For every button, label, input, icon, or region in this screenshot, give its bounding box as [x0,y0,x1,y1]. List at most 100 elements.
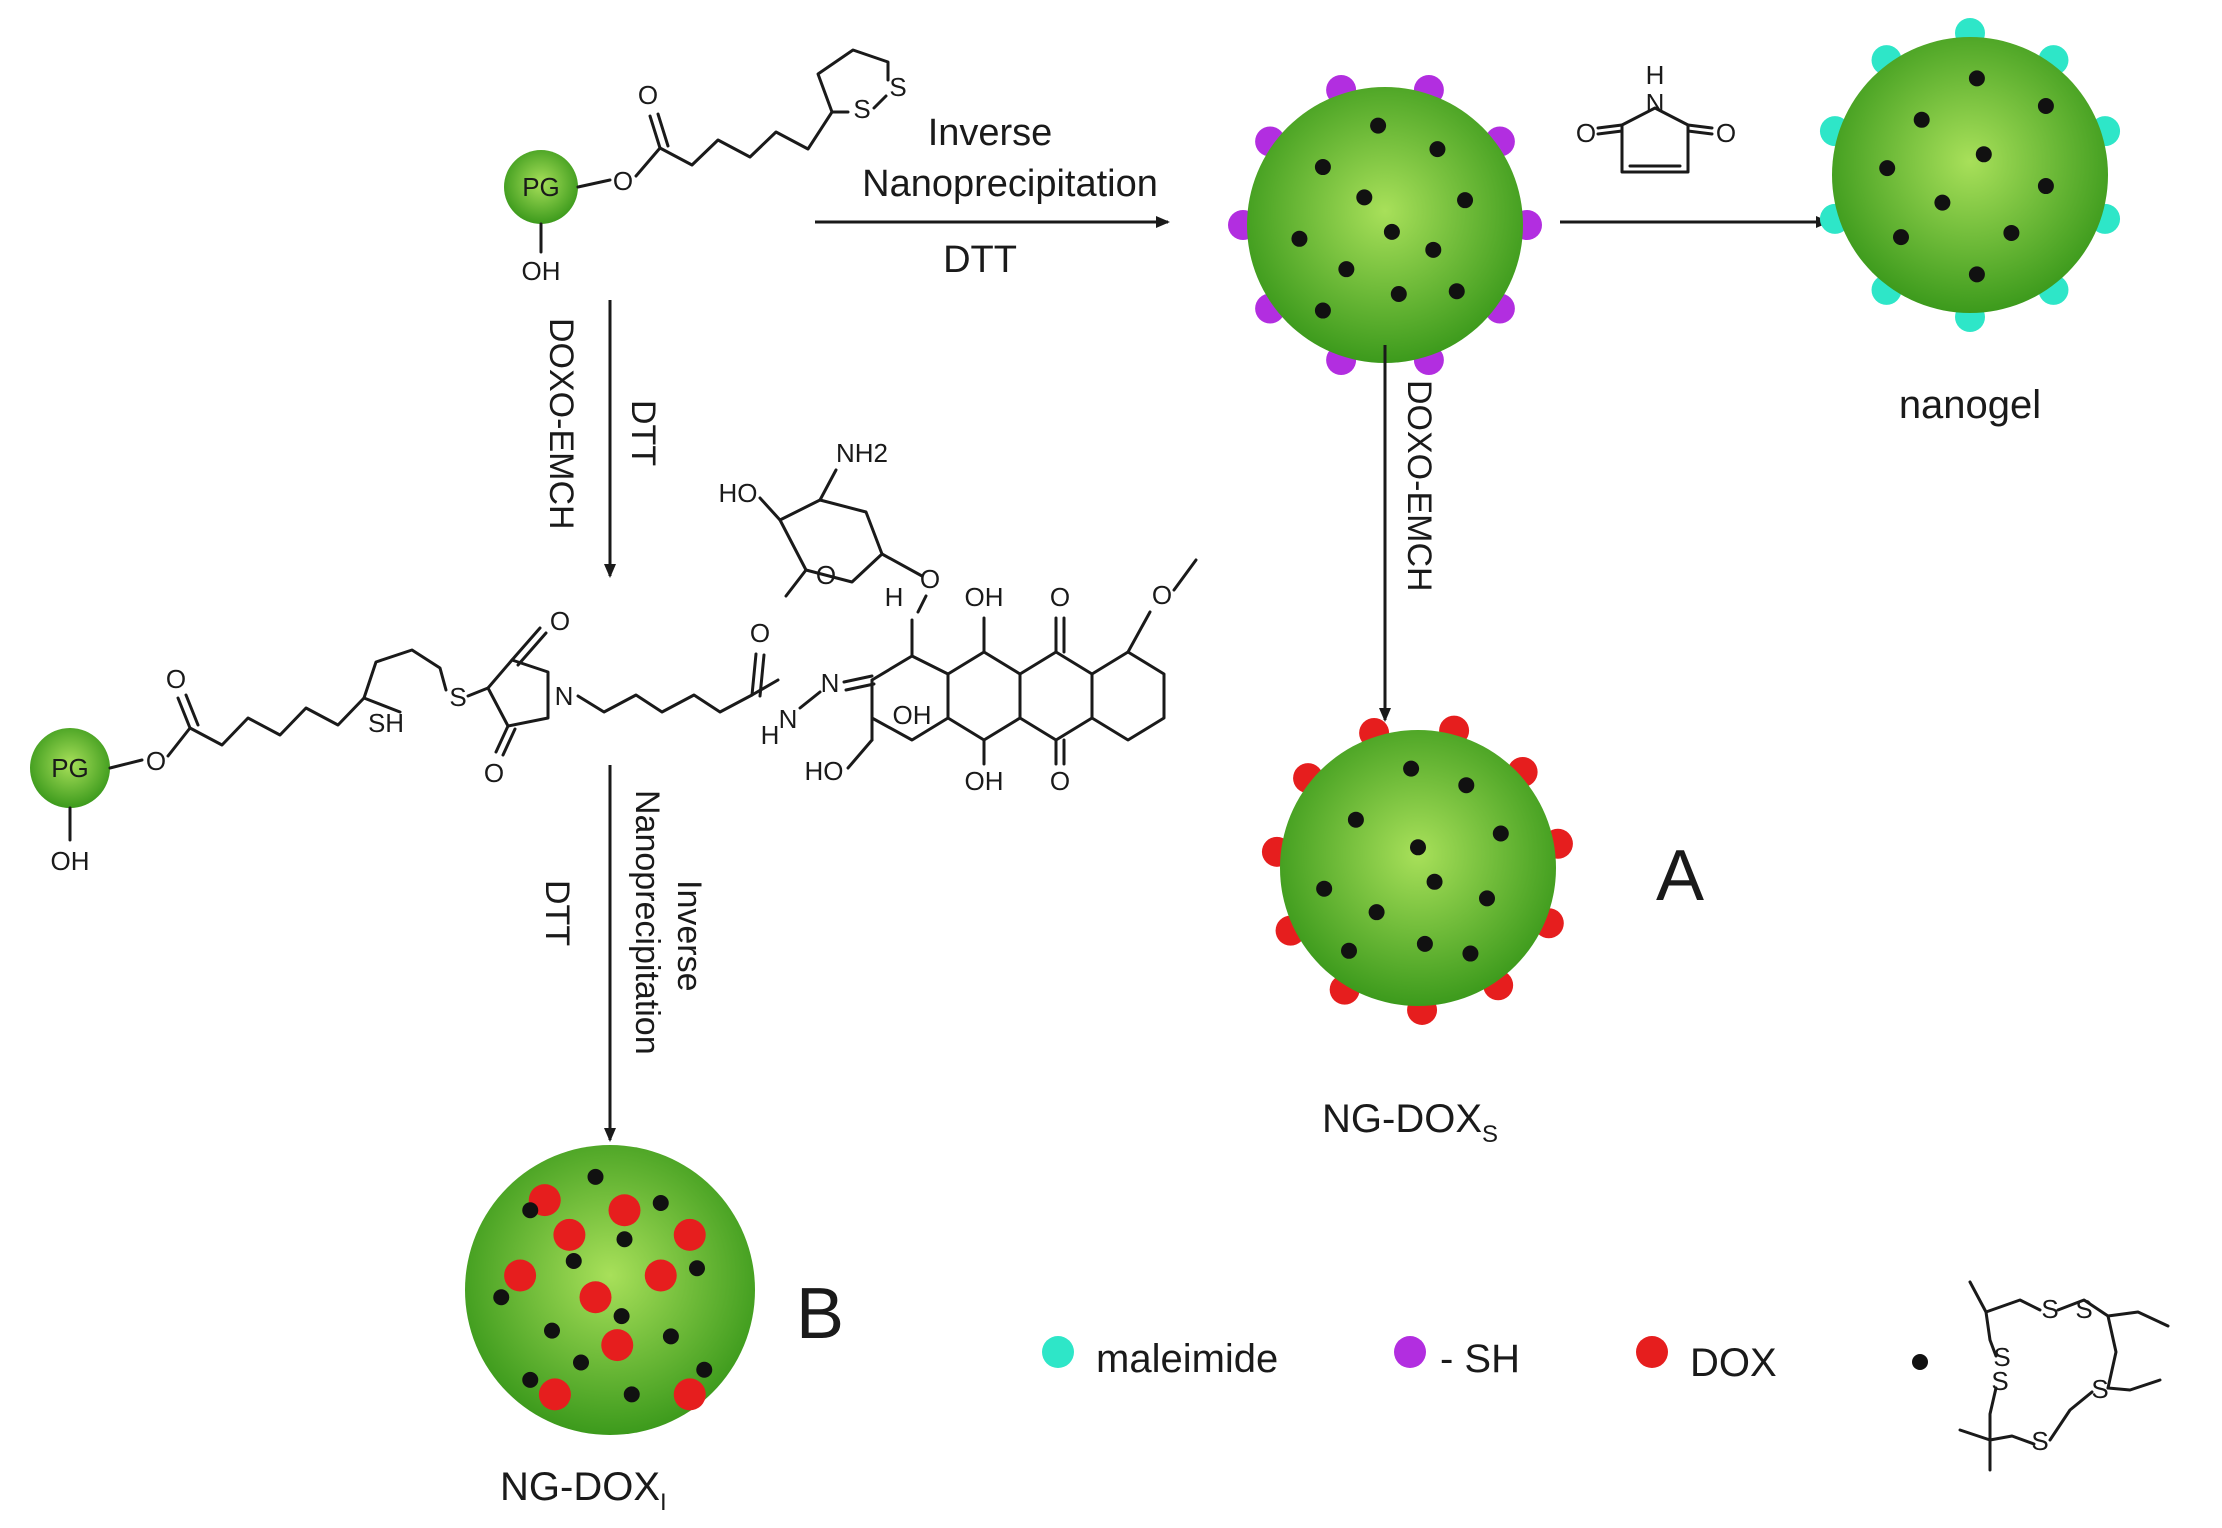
crosslink-dot [1968,70,1985,87]
h-label: H [885,582,904,612]
glyco-bond [916,594,928,614]
maleimide-co-right-2 [1686,129,1714,136]
arrow-bottom-condition: DTT [538,880,576,946]
ome-methyl [1172,558,1198,592]
arrow-top: Inverse Nanoprecipitation DTT [815,112,1170,281]
arrow-top-line2: Nanoprecipitation [862,163,1158,205]
crosslink-dot [1356,189,1373,206]
crosslink-dot [522,1202,539,1219]
maleimide-n-label: N [1646,88,1665,118]
ester-o-label: O [613,166,633,196]
pg-dox-conjugate: PG OH O O SH S O O N O N H N HO [30,438,1198,876]
n-c-double-1 [842,674,874,684]
maleimide-h-label: H [1646,60,1665,90]
conjugate-pg-circle [30,728,110,808]
xl-s-4: S [1991,1366,2008,1396]
crosslink-dot [1410,839,1426,856]
xl-s-3: S [1993,1342,2010,1372]
ome-bond [1126,610,1152,654]
xl-arm-3 [2106,1314,2118,1390]
conjugate-sh-label: SH [368,708,404,738]
sugar-nh2-bond [818,468,838,502]
legend: maleimide - SH DOX S S S S S S [1042,1280,2170,1472]
crosslink-dot [1462,945,1479,962]
carbonyl-o-label: O [638,80,658,110]
crosslink-dot [662,1328,679,1345]
amide-co-2 [758,653,766,698]
nanogel-body [465,1145,755,1435]
ng-dox-i-label: NG-DOXI [500,1465,667,1516]
arrow-maleimide: O O N H [1560,60,1830,228]
conjugate-oh-label: OH [51,846,90,876]
quinone-o1: O [1050,582,1070,612]
maleimide-o2-label: O [1716,118,1736,148]
thiol-nanogel-sphere [1228,74,1542,376]
succ-co-bot [494,724,510,754]
pg-core-circle [504,150,578,224]
crosslink-dot [2037,178,2054,195]
crosslink-dot [1314,302,1331,319]
legend-crosslink-marker [1912,1354,1928,1370]
conjugate-pg-label: PG [51,753,89,783]
crosslink-dot [1338,261,1355,278]
crosslink-dot [1341,942,1357,959]
pg-oh-label: OH [522,256,561,286]
crosslink-dot [1426,873,1443,890]
crosslink-dot [1370,117,1387,134]
panel-a-label: A [1656,836,1704,916]
sugar-glyco-bond [880,552,924,578]
succ-co-bot-2 [501,727,517,757]
sugar-nh2-label: NH2 [836,438,888,468]
maleimide-o1-label: O [1576,118,1596,148]
ng-dox-i-sphere [465,1145,755,1435]
xl-arm-8 [1984,1310,1998,1358]
crosslink-dot [1316,880,1333,897]
crosslink-dot [1314,159,1331,176]
crosslink-dot [689,1260,705,1277]
arrow-bottom-line2: Nanoprecipitation [628,790,666,1055]
crosslink-dot [1425,241,1442,258]
carbonyl-bond-2 [656,112,670,148]
ch2-oh-bond [846,738,874,770]
crosslink-dot [2003,224,2020,241]
crosslink-dot [1416,935,1433,952]
conjugate-ester-bond [108,758,144,770]
succ-co-top-2 [516,631,548,667]
internal-dox-marker [579,1281,612,1314]
succ-n-label: N [555,681,574,711]
chain-ho-label: HO [805,756,844,786]
legend-dox-label: DOX [1690,1341,1777,1385]
crosslink-dot [1403,760,1420,777]
legend-maleimide-label: maleimide [1096,1337,1278,1381]
ng-dox-s-label: NG-DOXS [1322,1097,1498,1148]
arrow-left-reagent: DOXO-EMCH [542,318,580,530]
xl-arm-6 [1958,1428,2036,1446]
internal-dox-marker [504,1259,537,1292]
maleimide-co-right [1686,123,1714,130]
ome-o-label: O [1152,580,1172,610]
legend-thiol-label: - SH [1440,1337,1520,1381]
maleimide-co-left [1596,123,1624,130]
xl-s-5: S [2031,1426,2048,1456]
crosslink-dot [1479,890,1495,907]
succ-co-top [510,626,542,662]
internal-dox-marker [673,1218,706,1251]
pg-lipoic-molecule: PG OH O O S S [504,48,907,286]
conjugate-open-ring [362,648,448,700]
crosslink-dot [573,1354,589,1371]
ring-c [1018,650,1094,742]
internal-dox-marker [538,1378,571,1411]
crosslink-dot [1975,146,1992,163]
xl-s-6: S [2091,1374,2108,1404]
legend-maleimide-marker [1042,1336,1074,1368]
arrow-top-line3: DTT [943,239,1017,281]
ring-b [946,650,1022,742]
crosslink-dot [1893,229,1909,246]
n-n-bond [798,690,822,710]
crosslink-dot [1879,160,1896,177]
amide-o-label: O [750,618,770,648]
crosslink-dot [1913,111,1930,128]
legend-thiol-marker [1394,1336,1426,1368]
conjugate-s-label: S [449,682,466,712]
